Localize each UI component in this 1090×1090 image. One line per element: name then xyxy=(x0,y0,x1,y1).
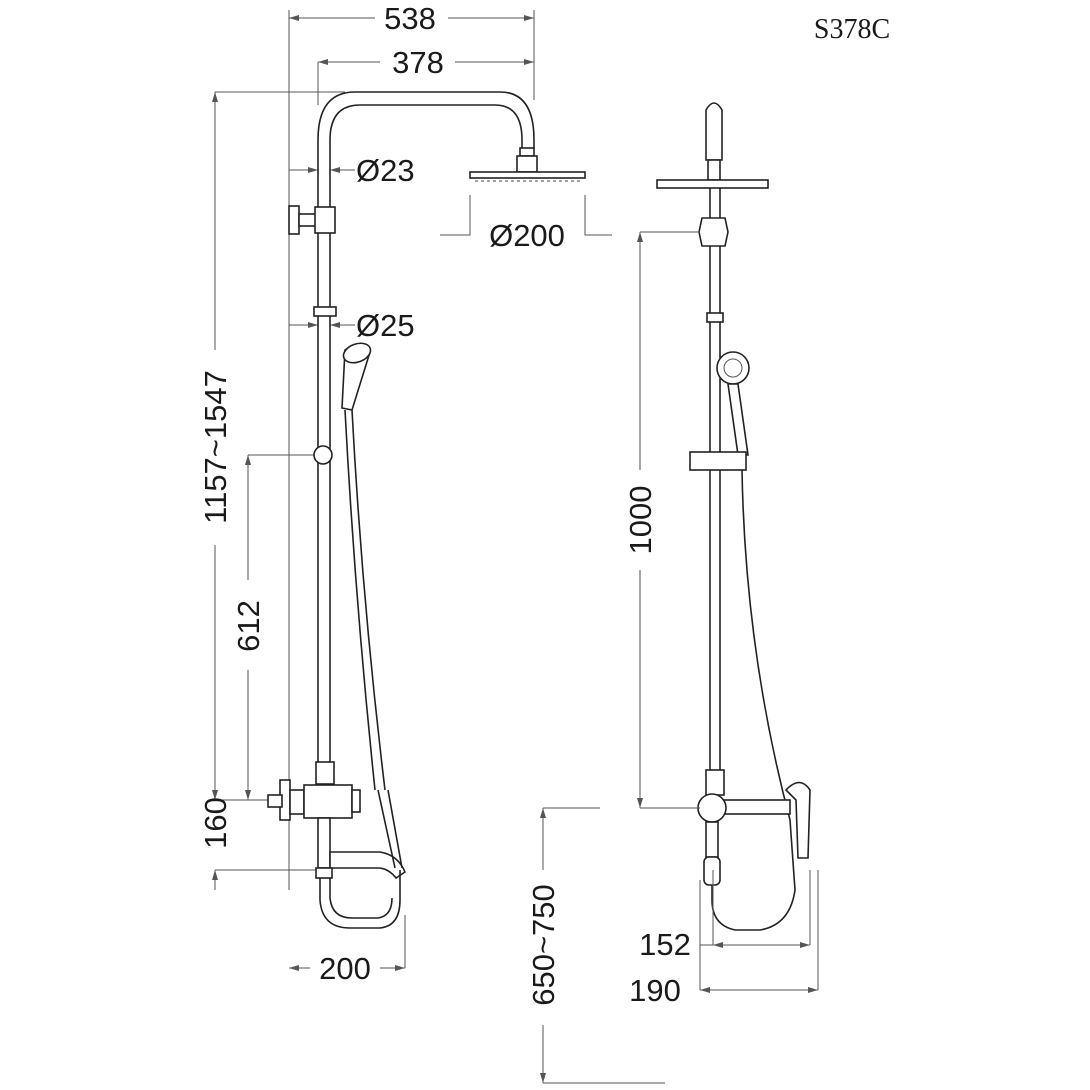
rain-shower-head-side xyxy=(656,179,769,189)
mixer-stem-side xyxy=(705,821,719,858)
dim-arm-reach: 378 xyxy=(392,45,444,80)
dim-mixer-to-spout: 160 xyxy=(198,797,233,849)
thermostatic-mixer xyxy=(267,761,406,880)
bath-hose-loop xyxy=(319,870,401,929)
dim-total-height-range: 1157~1547 xyxy=(198,370,233,524)
shower-hose xyxy=(344,409,376,791)
dim-spout-projection: 200 xyxy=(319,951,371,986)
dim-head-diameter: Ø200 xyxy=(489,218,565,253)
dim-rail-height: 1000 xyxy=(623,486,658,555)
dim-152-line xyxy=(700,870,811,948)
front-view: 538 378 Ø23 Ø200 Ø25 1157~1547 612 160 2… xyxy=(198,1,612,986)
overhead-arm xyxy=(317,91,535,770)
dim-650-750-line xyxy=(540,807,665,1084)
dim-160-line xyxy=(212,790,320,890)
mixer-bar-side xyxy=(721,799,791,815)
mixer-body-side xyxy=(697,793,727,823)
hand-shower-holder xyxy=(313,445,333,465)
dim-upper-pipe-diameter: Ø23 xyxy=(356,153,415,188)
dim-152: 152 xyxy=(639,927,691,962)
head-connector xyxy=(519,147,535,157)
dim-200-line xyxy=(289,915,406,971)
hand-shower-side xyxy=(716,351,750,456)
dim-holder-height: 612 xyxy=(231,600,266,652)
dim-190-line xyxy=(699,870,819,993)
hose-side xyxy=(711,469,796,931)
pipe-clamp xyxy=(314,206,336,234)
diverter-side xyxy=(703,856,721,886)
rain-shower-head xyxy=(469,171,586,179)
dim-diameter-200-line xyxy=(440,195,612,236)
dim-378-line xyxy=(317,59,534,105)
dim-overall-width: 538 xyxy=(384,1,436,36)
slider-ring xyxy=(313,306,337,317)
head-swivel xyxy=(516,155,538,173)
arm-top-bend xyxy=(705,102,723,161)
riser-pipe xyxy=(709,188,721,790)
dim-install-height-range: 650~750 xyxy=(526,884,561,1006)
model-code: S378C xyxy=(814,14,890,45)
dim-1000-line xyxy=(637,231,700,809)
wall-bracket-side xyxy=(698,217,729,247)
mixer-top-side xyxy=(705,769,725,796)
hand-shower-holder-side xyxy=(689,451,747,471)
slider-ring-side xyxy=(706,312,724,323)
dim-lower-pipe-diameter: Ø25 xyxy=(356,308,415,343)
dim-total-height-line xyxy=(212,91,345,800)
hand-shower xyxy=(341,342,372,411)
head-connector-side xyxy=(707,159,721,181)
side-view: 1000 650~750 152 190 xyxy=(526,102,819,1084)
wall-bracket-plate xyxy=(288,205,300,235)
dim-190: 190 xyxy=(629,973,681,1008)
dim-538-line xyxy=(288,10,535,890)
mixer-lever-side xyxy=(784,781,811,859)
